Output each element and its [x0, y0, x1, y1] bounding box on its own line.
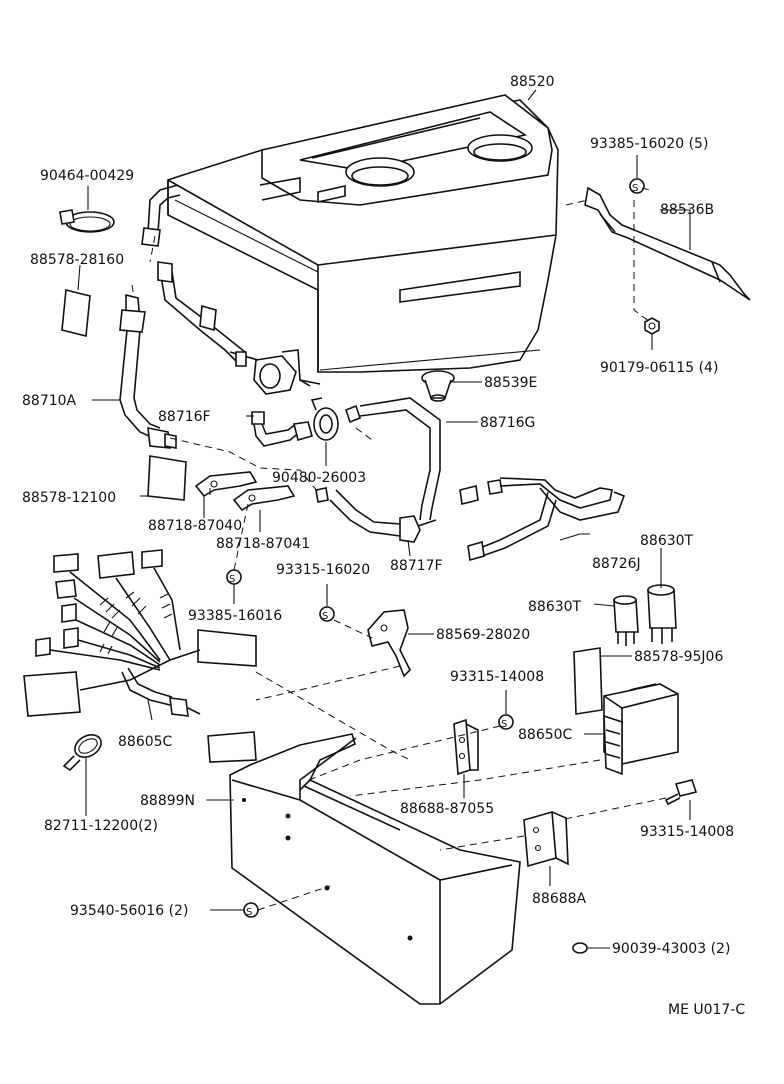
bracket-88688A — [523, 810, 569, 868]
label-88569-28020: 88569-28020 — [436, 627, 530, 643]
clamp-82711-12200 — [62, 734, 102, 772]
svg-text:S: S — [632, 183, 638, 194]
label-88578-12100: 88578-12100 — [22, 490, 116, 506]
part-labels: 88520 93385-16020 (5) 88536B 90464-00429… — [22, 74, 734, 957]
cover-88899N — [229, 733, 521, 1005]
grommet-88539E — [421, 370, 455, 402]
label-88718-87040: 88718-87040 — [148, 518, 242, 534]
label-90464-00429: 90464-00429 — [40, 168, 134, 184]
screw-93385-16016: S — [226, 569, 242, 585]
label-88605C: 88605C — [118, 734, 173, 750]
label-88718-87041: 88718-87041 — [216, 536, 310, 552]
bracket-88536B — [584, 186, 751, 301]
diagram-code: ME U017-C — [668, 1002, 745, 1018]
label-93315-14008-a: 93315-14008 — [450, 669, 544, 685]
pad-88578-12100 — [147, 455, 187, 501]
label-93540-56016: 93540-56016 (2) — [70, 903, 188, 919]
label-88710A: 88710A — [22, 393, 77, 409]
label-88688-87055: 88688-87055 — [400, 801, 494, 817]
pipes-top — [131, 184, 321, 395]
label-88536B: 88536B — [660, 202, 714, 218]
bracket-88569-28020 — [367, 609, 411, 678]
pipe-88726J — [459, 477, 626, 562]
label-88578-95J06: 88578-95J06 — [634, 649, 723, 665]
hose-88716G — [345, 397, 441, 521]
screw-93315-14008: S — [498, 714, 514, 730]
label-90480-26003: 90480-26003 — [272, 470, 366, 486]
assembly-lines — [169, 187, 667, 911]
label-90039-43003: 90039-43003 (2) — [612, 941, 730, 957]
washer-90039-43003 — [572, 942, 588, 954]
label-88899N: 88899N — [140, 793, 195, 809]
leader-lines — [77, 89, 691, 949]
pad-88578-28160 — [61, 288, 91, 338]
label-90179-06115: 90179-06115 (4) — [600, 360, 718, 376]
svg-text:S: S — [501, 719, 507, 730]
label-88716G: 88716G — [480, 415, 535, 431]
label-88716F: 88716F — [158, 409, 211, 425]
relay-88630T-right — [647, 584, 677, 644]
label-88539E: 88539E — [484, 375, 537, 391]
label-88650C: 88650C — [518, 727, 573, 743]
label-93315-14008-b: 93315-14008 — [640, 824, 734, 840]
label-82711-12200: 82711-12200(2) — [44, 818, 158, 834]
label-88520: 88520 — [510, 74, 555, 90]
pad-88578-95J06 — [573, 647, 603, 715]
relay-88630T-left — [613, 595, 639, 646]
hose-88717F — [315, 487, 437, 543]
label-93385-16016: 93385-16016 — [188, 608, 282, 624]
wire-harness-88605C — [23, 549, 257, 763]
bolt-93385-16020: S — [629, 178, 645, 194]
label-88630T-left: 88630T — [528, 599, 582, 615]
label-88688A: 88688A — [532, 891, 587, 907]
bracket-88718-87040 — [194, 471, 258, 498]
screw-93315-16020: S — [319, 606, 335, 622]
hose-88716F — [251, 411, 313, 447]
clamp-90464-00429 — [59, 209, 115, 233]
label-88578-28160: 88578-28160 — [30, 252, 124, 268]
svg-text:S: S — [229, 574, 235, 585]
label-93315-16020: 93315-16020 — [276, 562, 370, 578]
svg-text:S: S — [322, 611, 328, 622]
bracket-88718-87041 — [232, 485, 296, 512]
label-88726J: 88726J — [592, 556, 641, 572]
bracket-88688-87055 — [453, 718, 479, 776]
hose-88710A — [119, 293, 177, 449]
bolt-93315-14008 — [664, 779, 698, 806]
label-93385-16020: 93385-16020 (5) — [590, 136, 708, 152]
controller-88650C — [603, 683, 679, 776]
label-88717F: 88717F — [390, 558, 443, 574]
svg-text:S: S — [246, 907, 252, 918]
nut-90179-06115 — [644, 317, 660, 335]
label-88630T-right: 88630T — [640, 533, 694, 549]
heater-unit-88520 — [167, 94, 559, 373]
grommet-90480-26003 — [310, 397, 339, 441]
screw-93540-56016: S — [243, 902, 259, 918]
